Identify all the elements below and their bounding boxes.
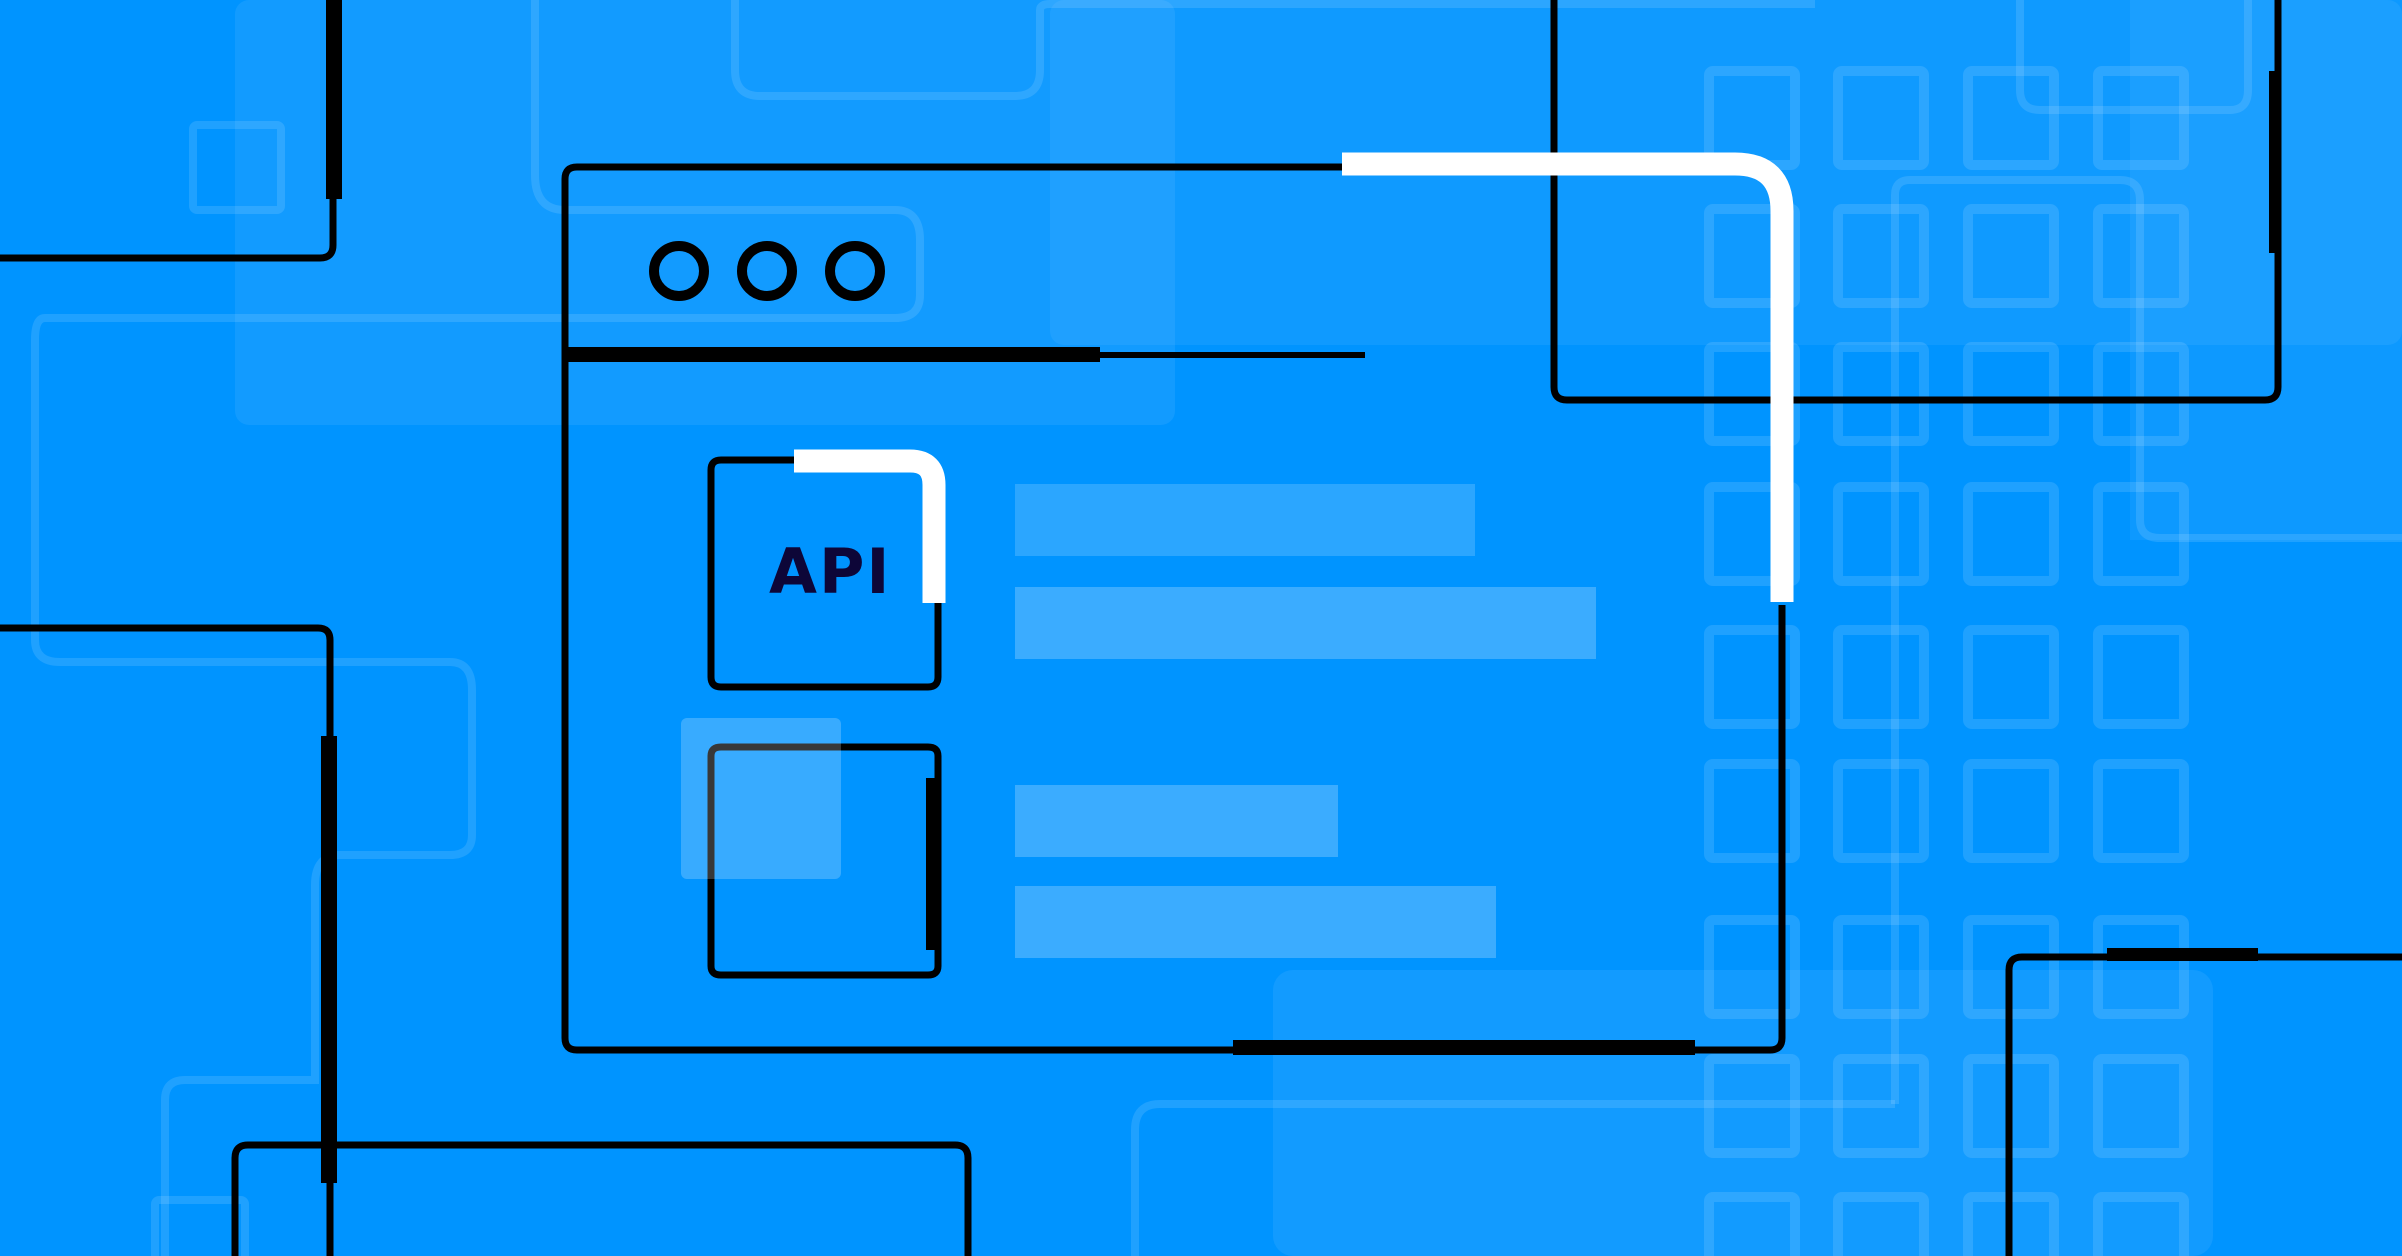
connector-accents xyxy=(321,0,2281,1183)
window-bottom-accent xyxy=(1233,1040,1695,1055)
white-accents xyxy=(794,152,1794,603)
api-label: API xyxy=(769,535,892,608)
row2-title-bar xyxy=(1015,785,1338,857)
window-dot-icon[interactable] xyxy=(737,241,797,301)
row1-subtitle-bar xyxy=(1015,587,1596,659)
row1-title-bar xyxy=(1015,484,1475,556)
api-white-corner-accent xyxy=(794,449,946,603)
window-white-corner-accent xyxy=(1342,152,1794,602)
browser-window xyxy=(561,163,1786,1055)
header-divider-thick xyxy=(568,347,1100,362)
row2-subtitle-bar xyxy=(1015,886,1496,958)
background-grid xyxy=(1704,66,2189,1256)
background-panels xyxy=(235,0,2402,1256)
window-dot-icon[interactable] xyxy=(825,241,885,301)
background-outline-shapes xyxy=(31,0,2402,1256)
item-box-highlight xyxy=(681,718,841,879)
window-dot-icon[interactable] xyxy=(649,241,709,301)
browser-window-frame xyxy=(561,163,1786,1054)
item-box-frame xyxy=(707,743,942,979)
window-controls xyxy=(649,241,885,301)
api-box-frame xyxy=(707,456,942,691)
content-bars xyxy=(1015,484,1596,958)
item-box-accent xyxy=(926,778,940,950)
header-divider-thin xyxy=(1100,352,1365,358)
